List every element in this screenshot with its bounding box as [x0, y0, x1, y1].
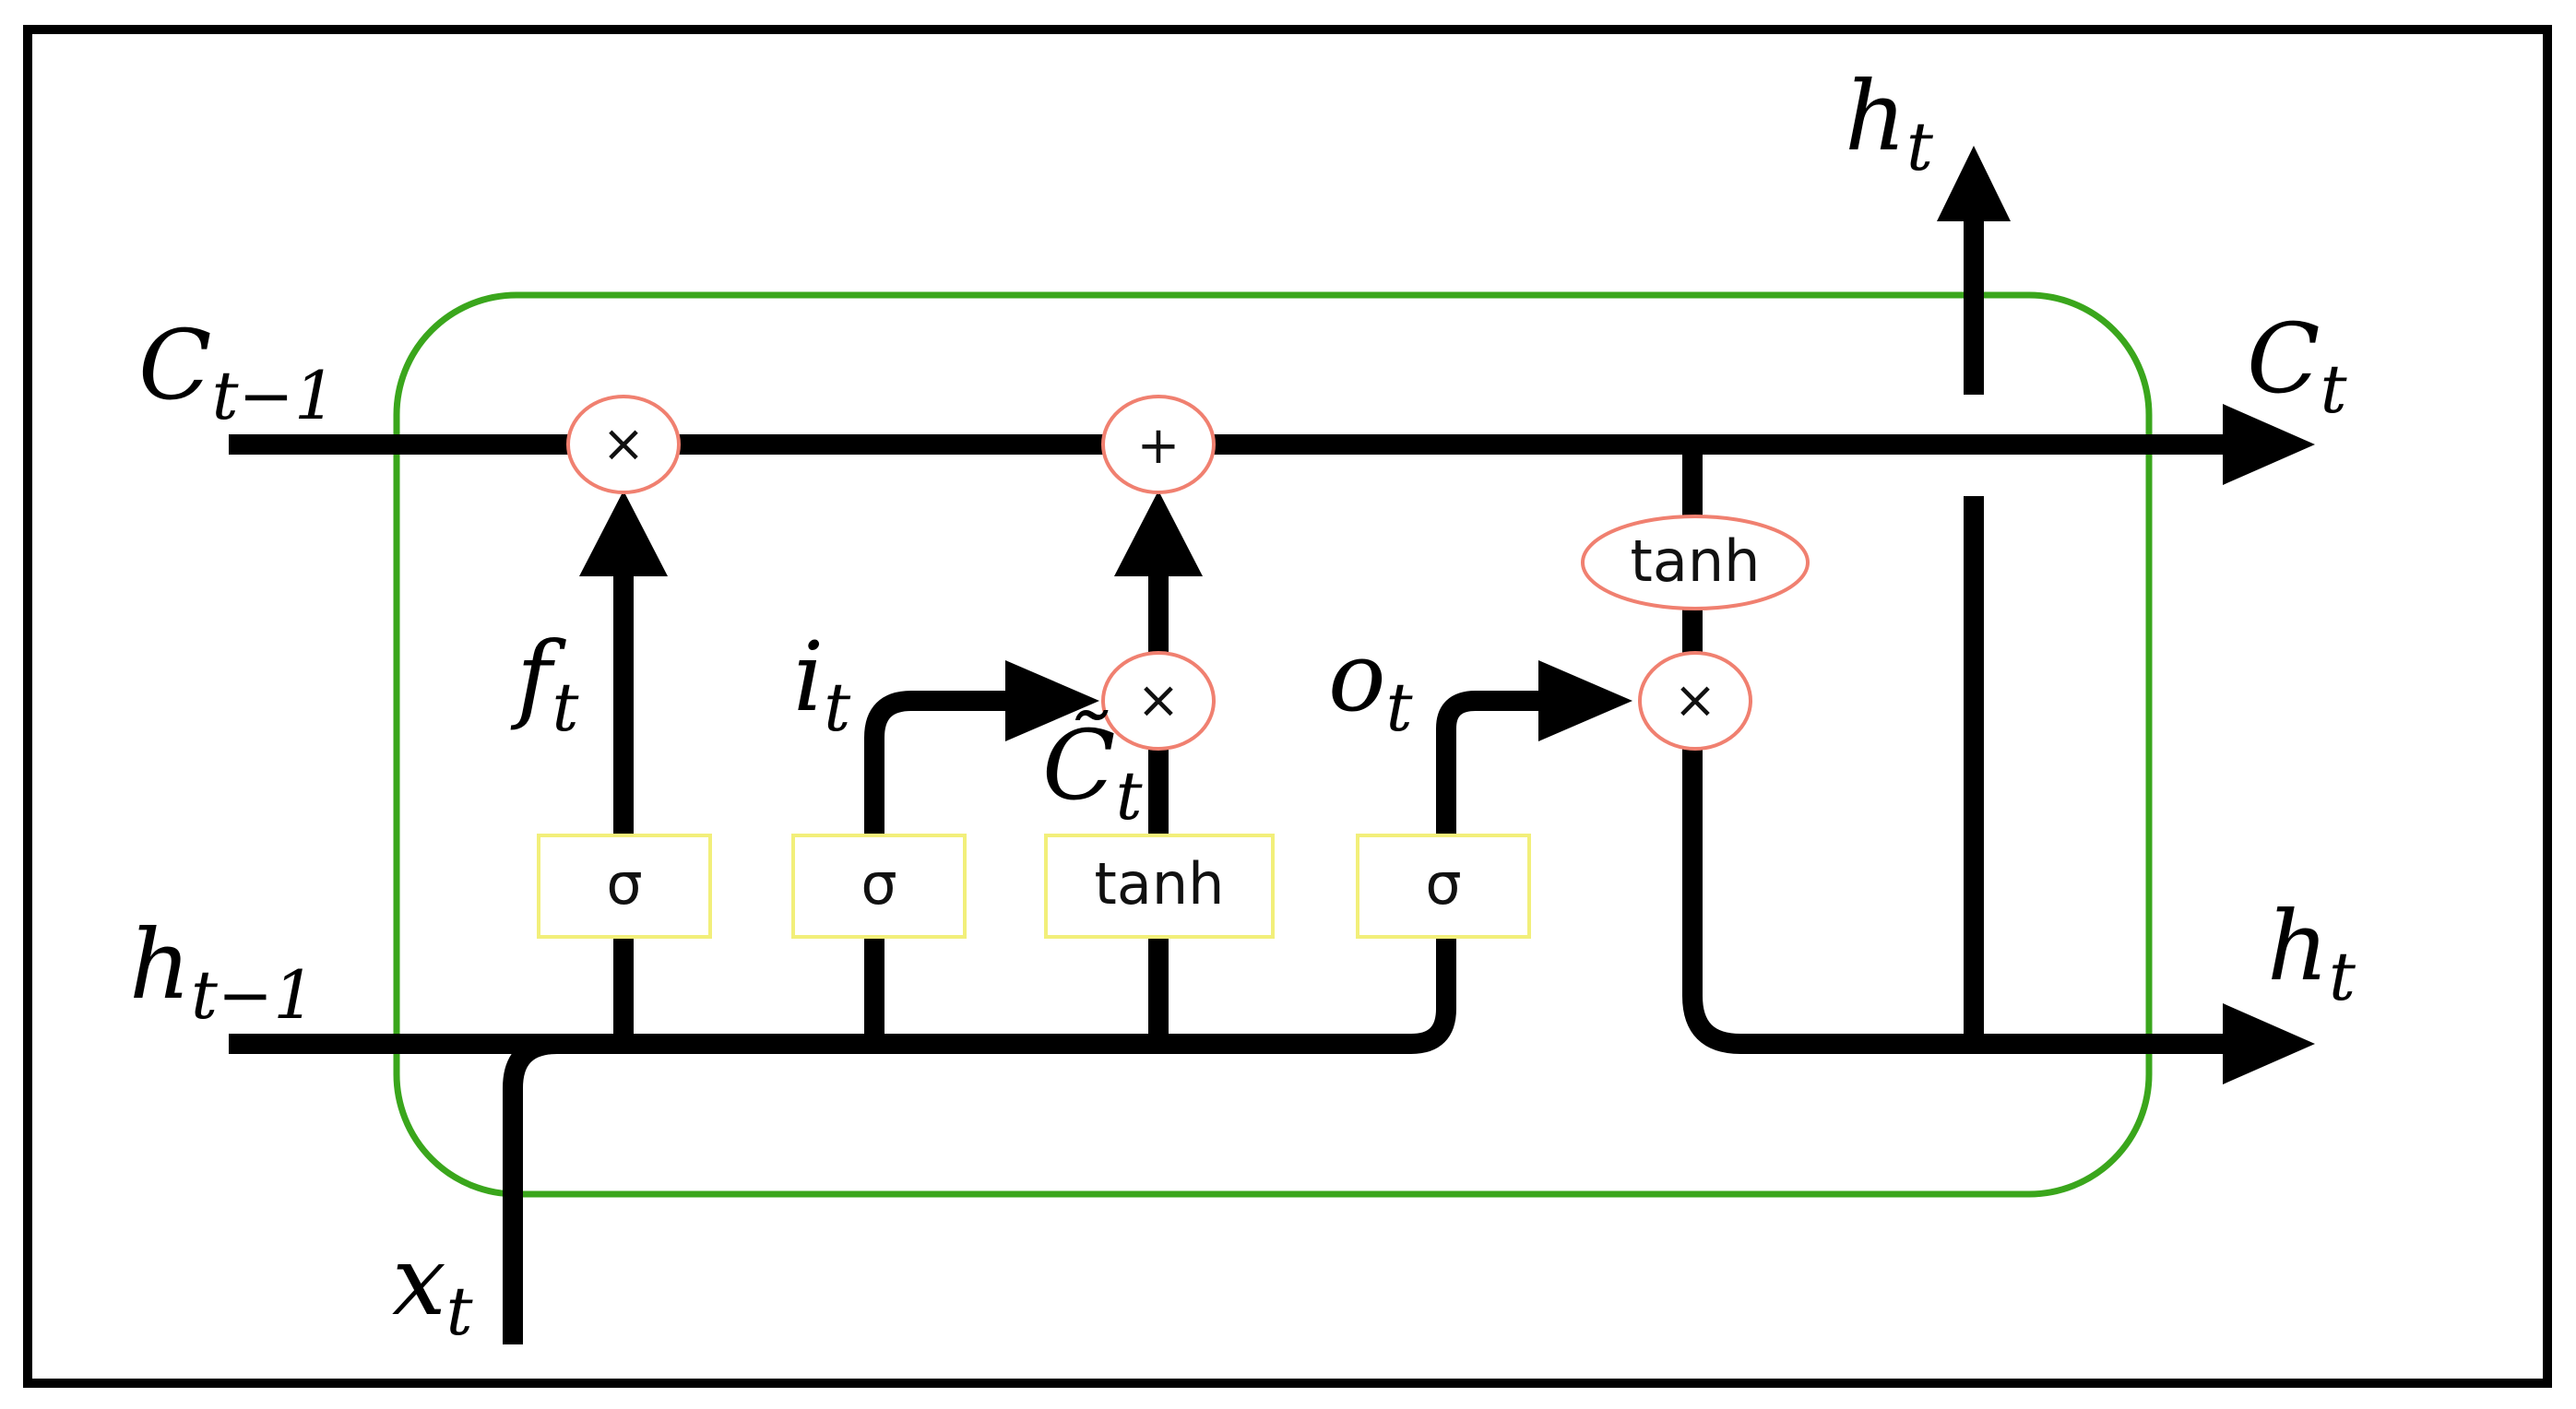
forget-gate-label: σ	[606, 850, 642, 918]
cell-boundary	[393, 291, 2153, 1198]
label-c-tilde: C̃t	[1042, 709, 1144, 835]
candidate-arrowhead	[1114, 491, 1203, 576]
label-i-t: it	[793, 621, 851, 746]
input-gate-arrowhead	[1005, 660, 1099, 741]
forget-gate-arrowhead	[579, 491, 668, 576]
hidden-output-arrowhead	[2223, 1003, 2315, 1084]
output-multiply-node: ×	[1638, 651, 1752, 751]
cell-add-symbol: +	[1137, 416, 1181, 476]
output-gate-arrowhead	[1538, 660, 1632, 741]
cell-tanh-node: tanh	[1581, 515, 1810, 610]
output-gate-label: σ	[1425, 850, 1461, 918]
label-o-t: ot	[1328, 621, 1414, 746]
label-c-prev: Ct−1	[138, 309, 337, 434]
forget-multiply-symbol: ×	[602, 414, 646, 474]
forget-multiply-node: ×	[566, 395, 681, 494]
label-x-t: xt	[392, 1225, 474, 1350]
cell-tanh-label: tanh	[1631, 527, 1761, 595]
outer-frame	[23, 25, 2552, 1388]
input-gate-label: σ	[861, 850, 896, 918]
x-input-line	[503, 1034, 558, 1344]
candidate-gate-box: tanh	[1044, 834, 1275, 939]
hidden-up-arrowhead	[1937, 146, 2011, 221]
label-h-t-top: ht	[1845, 60, 1934, 185]
input-multiply-node: ×	[1101, 651, 1216, 751]
cell-add-node: +	[1101, 395, 1216, 494]
output-multiply-symbol: ×	[1674, 670, 1717, 730]
cell-state-arrowhead	[2223, 404, 2315, 485]
output-path	[1682, 444, 2232, 1054]
input-gate-line	[864, 691, 1015, 1044]
input-gate-box: σ	[791, 834, 967, 939]
hidden-input-line	[229, 691, 1549, 1054]
label-h-prev: ht−1	[129, 908, 315, 1034]
forget-gate-box: σ	[537, 834, 712, 939]
output-gate-box: σ	[1356, 834, 1531, 939]
label-h-t-right: ht	[2267, 890, 2356, 1015]
label-c-t: Ct	[2247, 302, 2348, 428]
candidate-gate-label: tanh	[1095, 850, 1225, 918]
label-f-t: ft	[510, 621, 580, 746]
input-multiply-symbol: ×	[1137, 670, 1181, 730]
